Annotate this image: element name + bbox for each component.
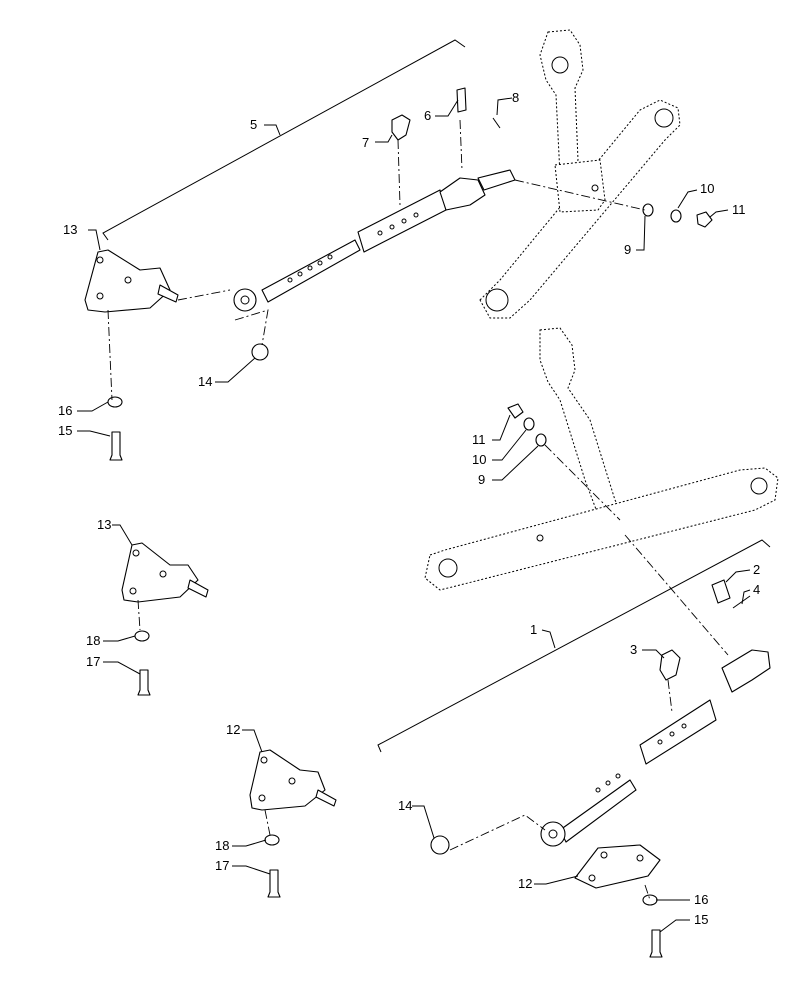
adjustment-holes-lower [595,723,687,793]
centerlines [107,119,729,901]
bracket-12-right [574,844,661,889]
callout-3: 3 [630,642,637,657]
callout-15-bottom: 15 [694,912,708,927]
callout-6: 6 [424,108,431,123]
callout-12-left: 12 [226,722,240,737]
callout-10-lower: 10 [472,452,486,467]
lower-stabilizer-link [377,539,771,847]
callout-8: 8 [512,90,519,105]
upper-lift-arm-assembly [479,29,681,319]
callout-2: 2 [753,562,760,577]
callout-16-bottom: 16 [694,892,708,907]
callout-13-top: 13 [63,222,77,237]
callout-14-top: 14 [198,374,212,389]
callout-17-bottom: 17 [215,858,229,873]
callout-15-top: 15 [58,423,72,438]
callout-10-upper: 10 [700,181,714,196]
callout-11-lower: 11 [472,432,486,447]
hardware [107,87,751,958]
bracket-13-middle [121,542,209,603]
bracket-12-left [249,749,337,811]
upper-stabilizer-link [102,39,516,312]
callout-1: 1 [530,622,537,637]
callout-4: 4 [753,582,760,597]
callout-9-upper: 9 [624,242,631,257]
leader-lines [77,97,751,933]
callout-9-lower: 9 [478,472,485,487]
callout-13-middle: 13 [97,517,111,532]
callout-5: 5 [250,117,257,132]
callout-7: 7 [362,135,369,150]
callout-labels: 5 7 6 8 13 9 10 11 14 16 15 11 10 9 13 1… [58,90,760,927]
lower-lift-arm-assembly [424,327,779,591]
callout-11-upper: 11 [732,202,746,217]
callout-17-middle: 17 [86,654,100,669]
callout-18-middle: 18 [86,633,100,648]
callout-18-bottom: 18 [215,838,229,853]
callout-14-bottom: 14 [398,798,412,813]
bracket-13-top [84,249,179,313]
callout-16-top: 16 [58,403,72,418]
adjustment-holes [287,212,419,283]
callout-12-right: 12 [518,876,532,891]
